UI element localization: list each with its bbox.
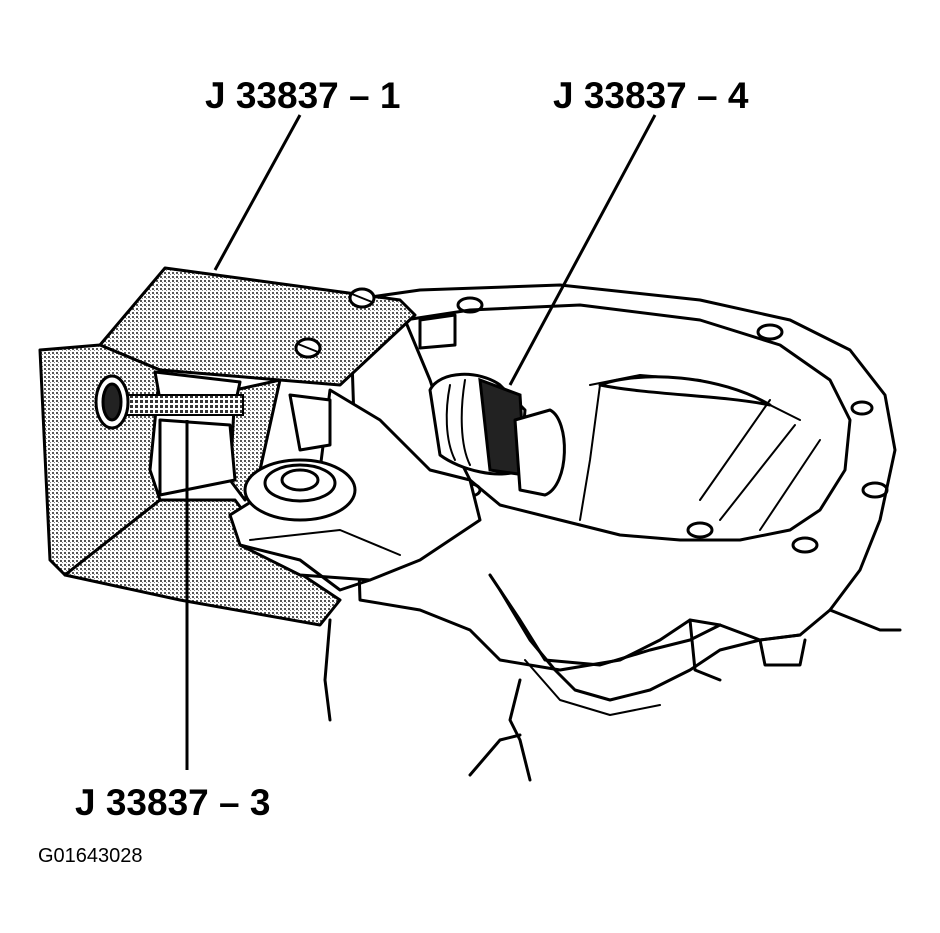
tool-j33837-3-screw [94,374,244,430]
callout-j33837-3: J 33837 – 3 [75,782,270,823]
leader-lines [185,114,657,770]
pinion-bearing-cup [428,372,566,497]
leader-j33837-4 [508,114,657,386]
callout-j33837-4: J 33837 – 4 [553,75,749,116]
swivel-plate-arm [228,388,482,592]
figure-id: G01643028 [38,845,143,867]
callout-j33837-1: J 33837 – 1 [205,75,400,116]
leader-j33837-1 [213,114,302,271]
